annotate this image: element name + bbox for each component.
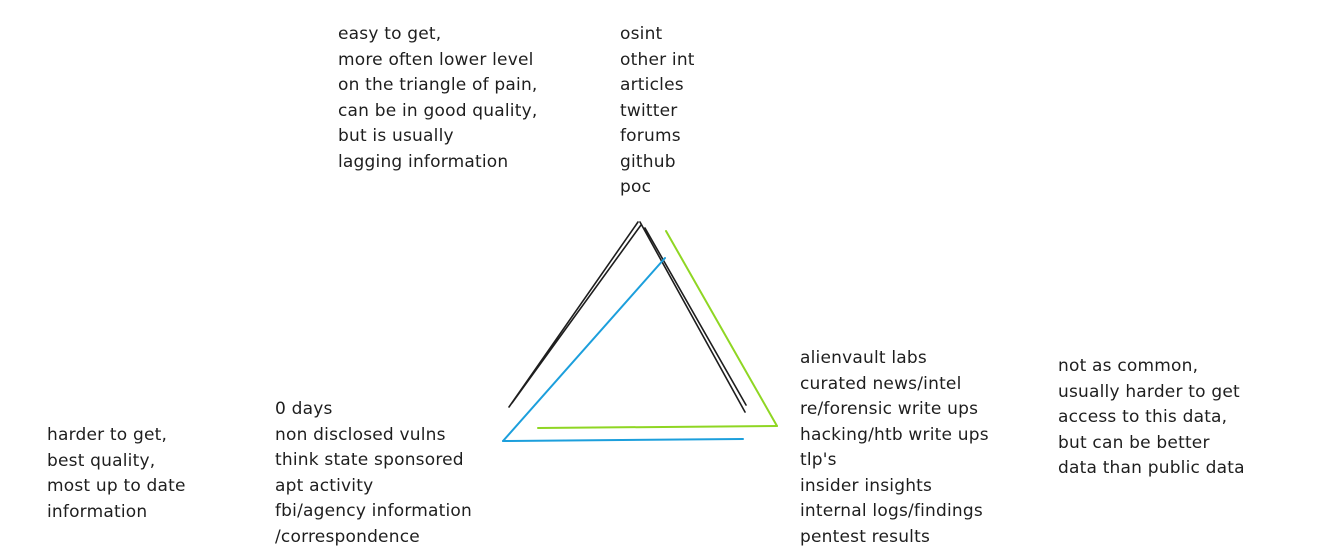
- note-line: re/forensic write ups: [800, 399, 979, 419]
- note-right-outer: not as common, usually harder to get acces…: [1058, 354, 1245, 482]
- note-line: but can be better: [1058, 432, 1210, 453]
- note-line: /correspondence: [275, 526, 420, 547]
- note-line: best quality,: [47, 450, 156, 471]
- note-line: not as common,: [1058, 356, 1199, 376]
- note-line: can be in good quality,: [338, 100, 538, 121]
- note-top-left: easy to get, more often lower level on the…: [338, 22, 538, 175]
- note-line: internal logs/findings: [800, 501, 983, 521]
- black-triangle: [508, 221, 747, 413]
- note-line: most up to date: [47, 476, 186, 496]
- green-right-segment: [665, 230, 778, 427]
- black-right-side: [639, 221, 747, 413]
- note-line: articles: [620, 75, 684, 95]
- note-line: access to this data,: [1058, 407, 1228, 427]
- note-line: easy to get,: [338, 24, 442, 44]
- note-line: usually harder to get: [1058, 381, 1240, 402]
- note-line: forums: [620, 126, 681, 146]
- note-line: lagging information: [338, 151, 509, 172]
- note-line: on the triangle of pain,: [338, 75, 538, 95]
- note-line: insider insights: [800, 475, 933, 496]
- note-line: apt activity: [275, 475, 374, 496]
- note-line: 0 days: [275, 399, 333, 419]
- blue-line: [502, 257, 744, 442]
- black-left-side: [508, 221, 642, 408]
- green-line: [537, 230, 778, 429]
- note-top-right: osint other int articles twitter forums githu…: [620, 22, 695, 201]
- note-line: osint: [620, 24, 663, 44]
- note-line: harder to get,: [47, 425, 168, 445]
- blue-bottom-segment: [502, 438, 744, 442]
- note-line: fbi/agency information: [275, 501, 472, 521]
- note-line: pentest results: [800, 526, 931, 547]
- note-line: data than public data: [1058, 458, 1245, 478]
- note-line: non disclosed vulns: [275, 424, 446, 445]
- note-line: twitter: [620, 100, 678, 121]
- blue-left-segment: [502, 257, 666, 442]
- note-line: github: [620, 151, 676, 172]
- note-line: tlp's: [800, 450, 837, 470]
- note-line: poc: [620, 177, 652, 197]
- note-line: other int: [620, 49, 695, 70]
- note-line: more often lower level: [338, 49, 534, 70]
- note-left-outer: harder to get, best quality, most up to da…: [47, 423, 186, 525]
- note-line: alienvault labs: [800, 348, 927, 368]
- note-line: curated news/intel: [800, 373, 962, 394]
- note-right-inner: alienvault labs curated news/intel re/fore…: [800, 346, 989, 550]
- note-left-inner: 0 days non disclosed vulns think state spo…: [275, 397, 472, 550]
- note-line: hacking/htb write ups: [800, 424, 989, 445]
- note-line: information: [47, 501, 148, 522]
- note-line: think state sponsored: [275, 450, 464, 470]
- note-line: but is usually: [338, 126, 454, 146]
- green-bottom-segment: [537, 425, 778, 429]
